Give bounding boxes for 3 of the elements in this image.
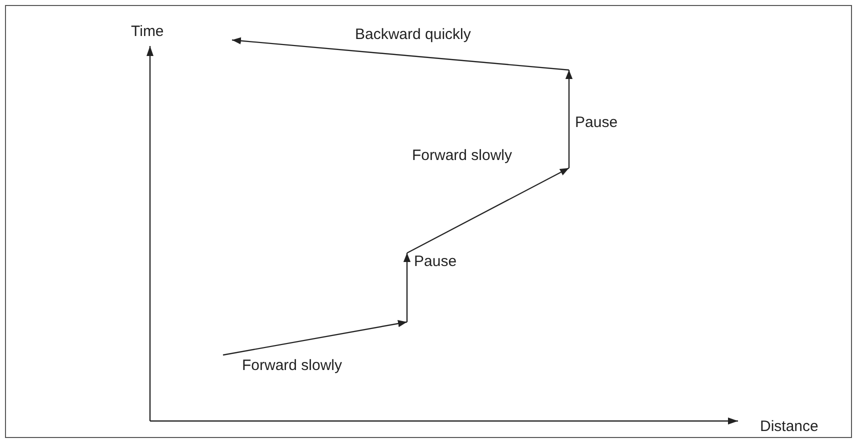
segment-label: Forward slowly: [412, 147, 512, 165]
segment-label: Forward slowly: [242, 357, 342, 375]
segment-label: Backward quickly: [355, 26, 471, 44]
